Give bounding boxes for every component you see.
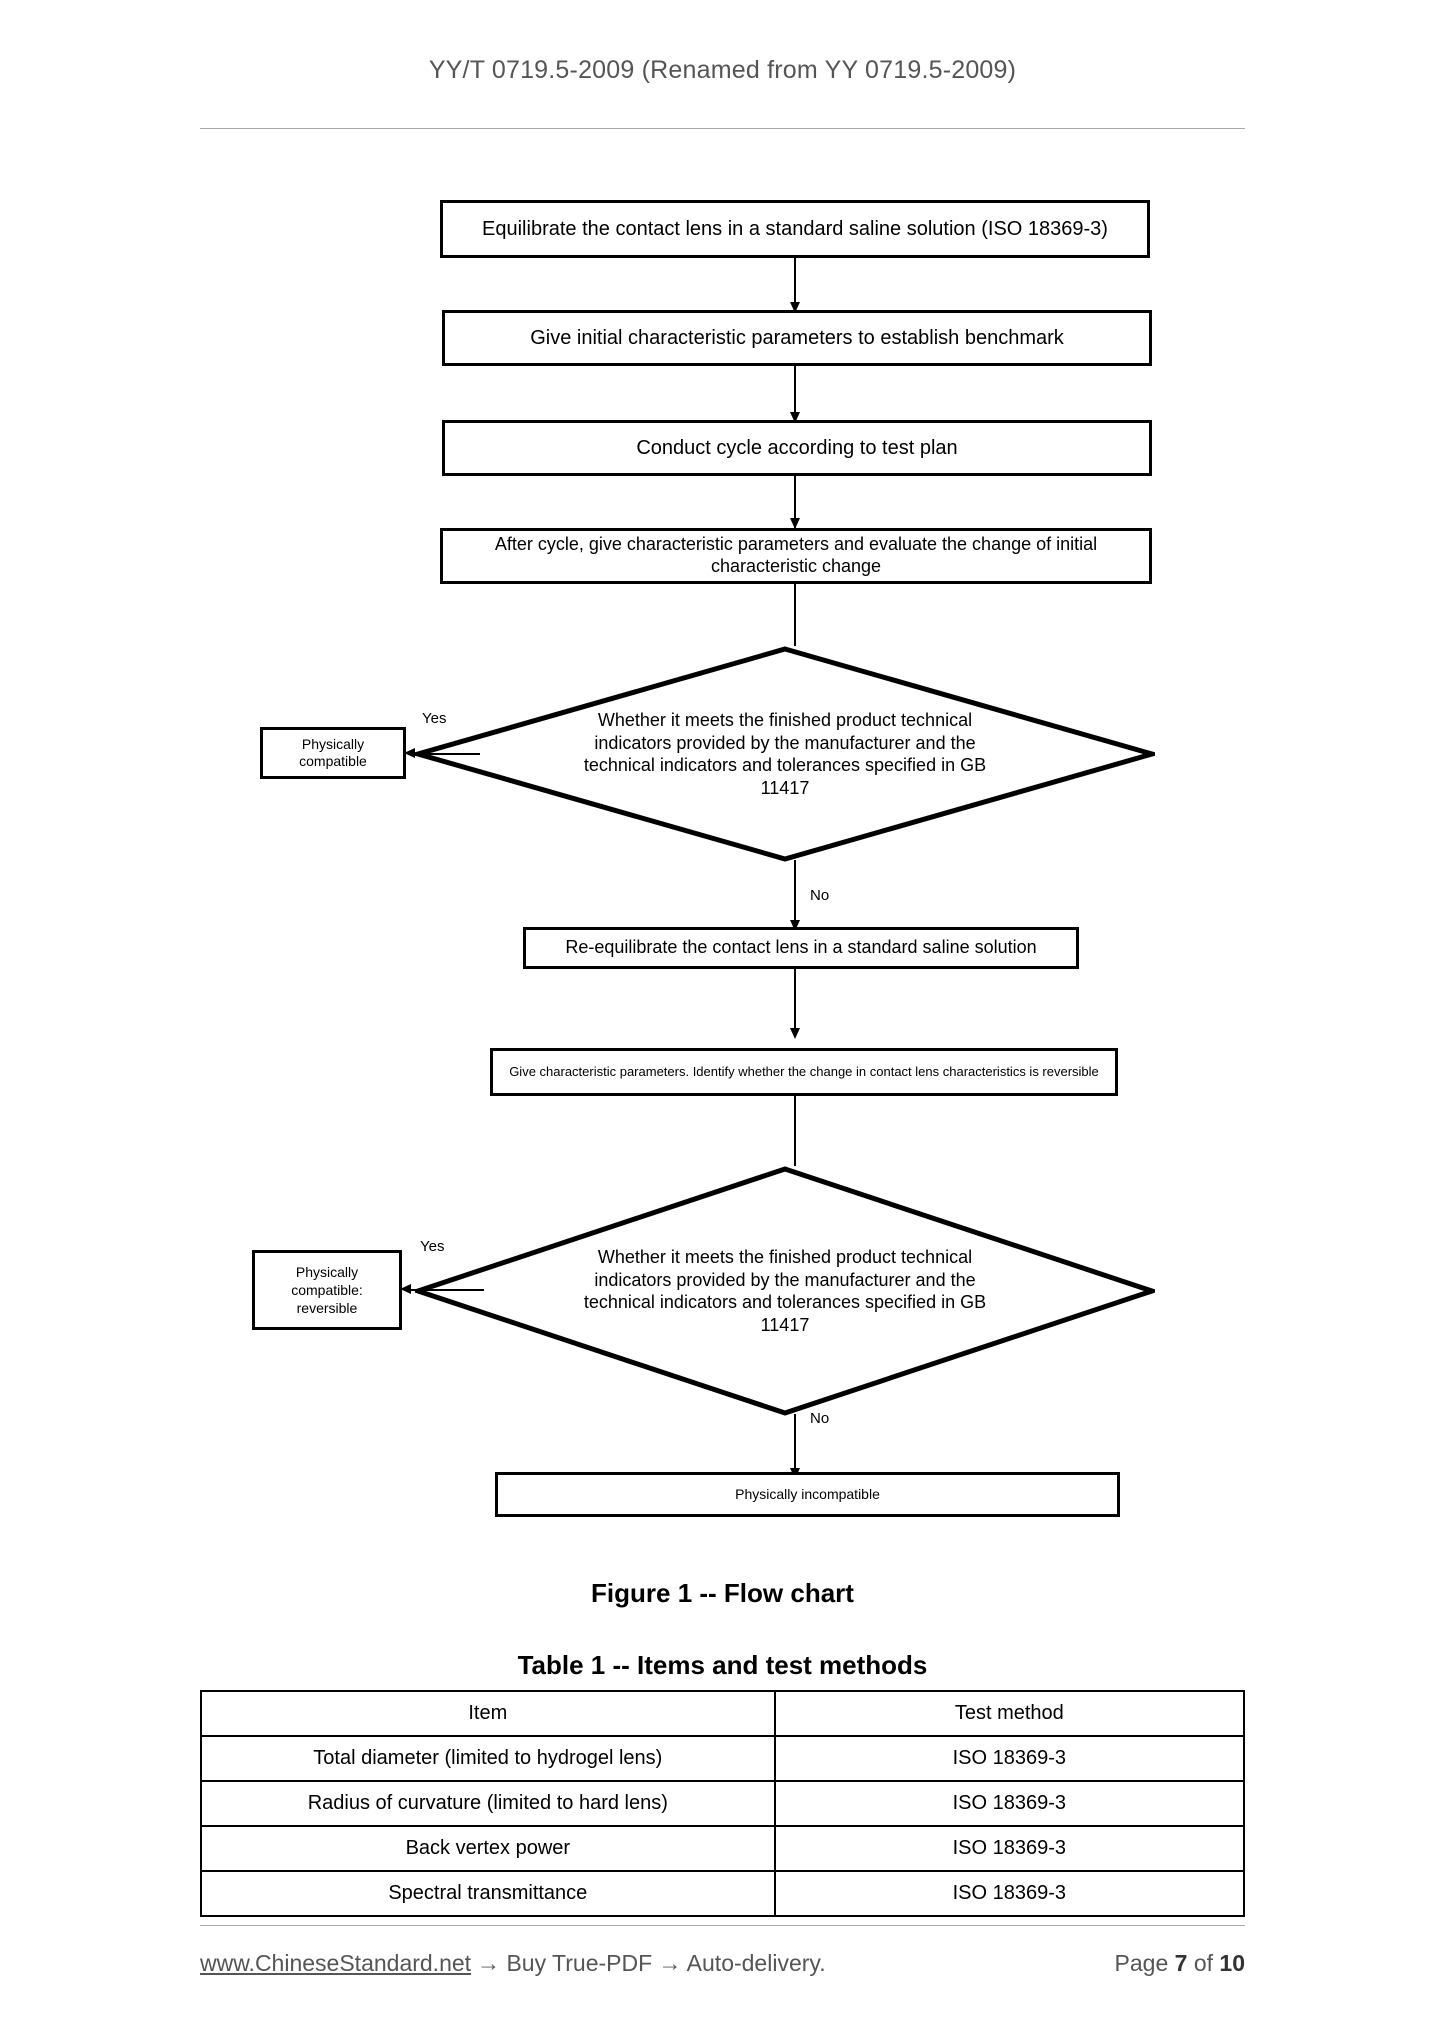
table-cell-item: Total diameter (limited to hydrogel lens…: [200, 1735, 776, 1782]
connector-decision2-no: [794, 1414, 796, 1476]
table-caption: Table 1 -- Items and test methods: [517, 1650, 928, 1680]
footer-promo-text: → Buy True-PDF → Auto-delivery.: [477, 1950, 826, 1976]
page-title: YY/T 0719.5-2009 (Renamed from YY 0719.5…: [428, 56, 1017, 84]
edge-label-no-1: No: [810, 887, 830, 904]
flow-node-step3: Conduct cycle according to test plan: [442, 420, 1152, 476]
flow-node-result2-label: Physically compatible: reversible: [291, 1263, 363, 1317]
edge-label-no-2: No: [810, 1410, 830, 1427]
flow-node-step4-label: After cycle, give characteristic paramet…: [494, 534, 1098, 576]
footer-site-link[interactable]: www.ChineseStandard.net: [200, 1950, 472, 1976]
diamond-shape-2: [415, 1166, 1155, 1416]
edge-label-yes-2: Yes: [420, 1238, 445, 1255]
flow-node-step1-label: Equilibrate the contact lens in a standa…: [482, 218, 1108, 240]
arrowhead-step3-step4: [790, 518, 800, 529]
arrowhead-step2-step3: [790, 412, 800, 423]
flow-node-step2: Give initial characteristic parameters t…: [442, 310, 1152, 366]
connector-step6-decision2: [794, 1096, 796, 1166]
header-divider: [200, 128, 1245, 129]
table-cell-test-method: ISO 18369-3: [773, 1870, 1246, 1917]
table-cell-item: Radius of curvature (limited to hard len…: [200, 1780, 776, 1827]
table-row: Back vertex power ISO 18369-3: [200, 1825, 1246, 1872]
flow-node-result1: Physically compatible: [260, 727, 406, 779]
footer-pagination: Page 7 of 10: [1115, 1950, 1245, 1977]
table-cell-test-method: ISO 18369-3: [773, 1825, 1246, 1872]
table-cell-item: Back vertex power: [200, 1825, 776, 1872]
footer-page-label: Page: [1114, 1950, 1169, 1976]
connector-decision1-no: [794, 860, 796, 926]
items-test-methods-table: Item Test method Total diameter (limited…: [200, 1690, 1246, 1917]
connector-step2-step3: [794, 366, 796, 420]
connector-decision2-yes: [406, 1289, 484, 1291]
flow-node-step2-label: Give initial characteristic parameters t…: [530, 327, 1064, 349]
flow-node-step3-label: Conduct cycle according to test plan: [636, 437, 958, 459]
table-cell-test-method: ISO 18369-3: [773, 1735, 1246, 1782]
connector-step4-decision1: [794, 584, 796, 646]
figure-caption: Figure 1 -- Flow chart: [591, 1578, 854, 1608]
flow-node-step5: Re-equilibrate the contact lens in a sta…: [523, 927, 1079, 969]
flow-decision1: Whether it meets the finished product te…: [415, 646, 1155, 862]
table-cell-test-method: ISO 18369-3: [773, 1780, 1246, 1827]
table-row: Total diameter (limited to hydrogel lens…: [200, 1735, 1246, 1782]
flow-node-result1-label: Physically compatible: [299, 735, 367, 770]
footer-divider: [200, 1925, 1245, 1926]
flow-node-step4: After cycle, give characteristic paramet…: [440, 528, 1152, 584]
table-header-row: Item Test method: [200, 1690, 1246, 1737]
flow-node-step6: Give characteristic parameters. Identify…: [490, 1048, 1118, 1096]
flow-decision2: Whether it meets the finished product te…: [415, 1166, 1155, 1416]
table-header-item: Item: [200, 1690, 776, 1737]
connector-decision1-yes: [408, 753, 480, 755]
footer-page-number: 7: [1174, 1950, 1188, 1976]
flow-node-result3: Physically incompatible: [495, 1472, 1120, 1517]
flow-node-result3-label: Physically incompatible: [735, 1486, 880, 1503]
arrowhead-step5-step6: [790, 1028, 800, 1039]
connector-step3-step4: [794, 476, 796, 528]
page-footer: www.ChineseStandard.net → Buy True-PDF →…: [200, 1950, 1245, 1977]
table-row: Spectral transmittance ISO 18369-3: [200, 1870, 1246, 1917]
arrowhead-decision2-yes: [400, 1284, 411, 1294]
flow-node-step5-label: Re-equilibrate the contact lens in a sta…: [565, 937, 1037, 958]
flow-node-step6-label: Give characteristic parameters. Identify…: [509, 1064, 1099, 1080]
arrowhead-step1-step2: [790, 302, 800, 313]
flowchart: Equilibrate the contact lens in a standa…: [252, 200, 1155, 1517]
connector-step1-step2: [794, 258, 796, 310]
table-row: Radius of curvature (limited to hard len…: [200, 1780, 1246, 1827]
edge-label-yes-1: Yes: [422, 710, 447, 727]
footer-total-pages: 10: [1219, 1950, 1245, 1976]
connector-step5-step6: [794, 969, 796, 1035]
flow-node-result2: Physically compatible: reversible: [252, 1250, 402, 1330]
footer-of-label: of: [1193, 1950, 1214, 1976]
diamond-shape-1: [415, 646, 1155, 862]
flow-node-step1: Equilibrate the contact lens in a standa…: [440, 200, 1150, 258]
table-cell-item: Spectral transmittance: [200, 1870, 776, 1917]
arrowhead-decision1-no: [790, 920, 800, 931]
table-header-test-method: Test method: [773, 1690, 1246, 1737]
arrowhead-decision1-yes: [404, 748, 415, 758]
